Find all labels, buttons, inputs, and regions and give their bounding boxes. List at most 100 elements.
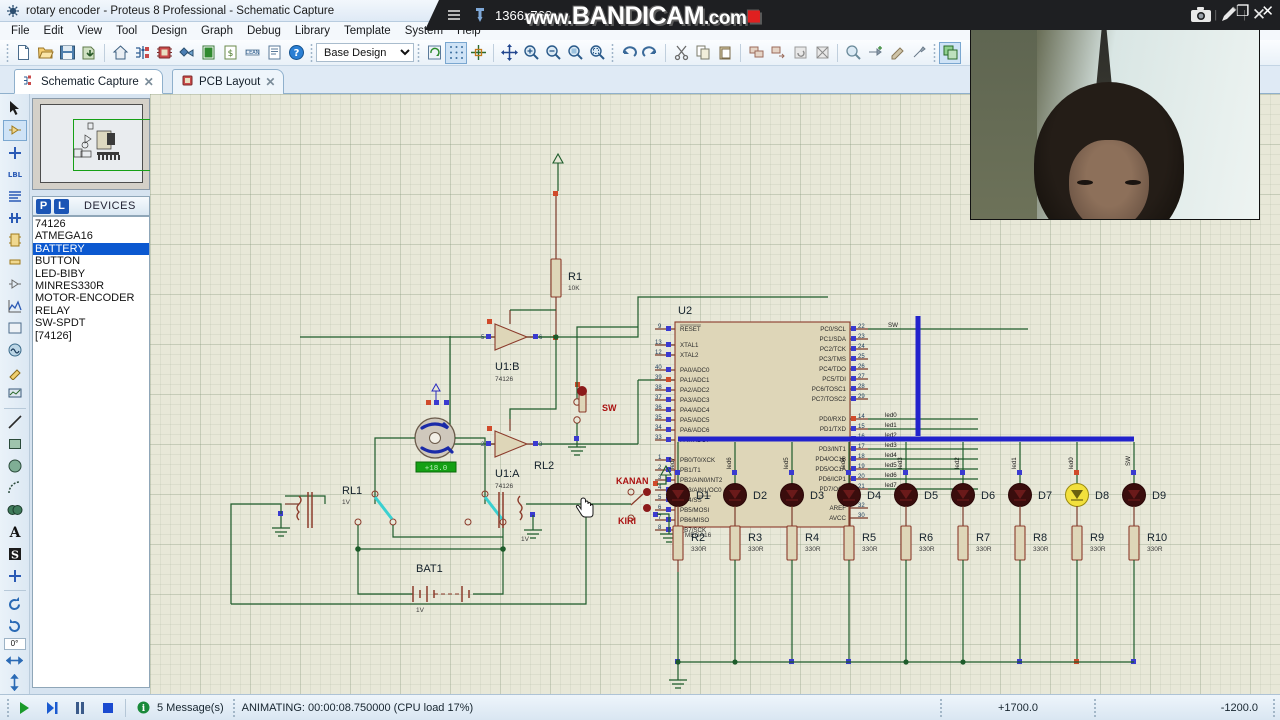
generator-tool[interactable] xyxy=(3,339,27,360)
list-item[interactable]: [74126] xyxy=(35,329,72,342)
menu-item-graph[interactable]: Graph xyxy=(201,25,233,37)
restore-button[interactable]: ❐ xyxy=(1235,3,1250,20)
block-delete-icon[interactable] xyxy=(811,42,833,64)
component-mode-tool[interactable] xyxy=(2,119,27,142)
text-script-tool[interactable] xyxy=(3,186,27,207)
rotate-clockwise-tool[interactable] xyxy=(3,594,27,615)
help-icon[interactable]: ? xyxy=(285,42,307,64)
list-item[interactable]: MINRES330R xyxy=(35,280,105,293)
mirror-horizontal-tool[interactable] xyxy=(3,650,27,671)
line-tool[interactable] xyxy=(3,412,27,433)
list-item[interactable]: MOTOR-ENCODER xyxy=(35,292,135,305)
paste-icon[interactable] xyxy=(714,42,736,64)
pcb-layout-icon[interactable] xyxy=(153,42,175,64)
camera-icon[interactable] xyxy=(1188,2,1214,28)
bus-tool[interactable] xyxy=(3,208,27,229)
hamburger-menu-icon[interactable] xyxy=(441,2,467,28)
terminals-tool[interactable] xyxy=(3,252,27,273)
path-tool[interactable] xyxy=(3,499,27,520)
symbol-tool[interactable]: S xyxy=(3,543,27,564)
source-code-icon[interactable] xyxy=(197,42,219,64)
list-item[interactable]: RELAY xyxy=(35,304,71,317)
dollar-report-icon[interactable]: CEAN xyxy=(241,42,263,64)
menu-item-design[interactable]: Design xyxy=(151,25,187,37)
tape-recorder-tool[interactable] xyxy=(3,317,27,338)
menu-item-debug[interactable]: Debug xyxy=(246,25,281,37)
simulation-pause-button[interactable] xyxy=(66,697,94,719)
arc-tool[interactable] xyxy=(3,478,27,499)
simulation-step-button[interactable] xyxy=(38,697,66,719)
zoom-all-icon[interactable] xyxy=(564,42,586,64)
device-pin-tool[interactable] xyxy=(3,274,27,295)
pick-device-p-button[interactable]: P xyxy=(36,198,51,214)
simulation-stop-button[interactable] xyxy=(94,697,122,719)
mirror-vertical-tool[interactable] xyxy=(3,672,27,693)
list-item[interactable]: ATMEGA16 xyxy=(35,230,93,243)
menu-item-tool[interactable]: Tool xyxy=(116,25,138,37)
close-icon[interactable]: ✕ xyxy=(143,74,154,89)
undo-icon[interactable] xyxy=(617,42,639,64)
property-assignment-icon[interactable] xyxy=(939,41,961,64)
make-device-icon[interactable] xyxy=(864,42,886,64)
list-item[interactable]: SW-SPDT xyxy=(35,317,86,330)
menu-item-view[interactable]: View xyxy=(77,25,103,37)
pencil-icon[interactable] xyxy=(1217,2,1243,28)
decompose-icon[interactable] xyxy=(908,42,930,64)
block-rotate-icon[interactable] xyxy=(789,42,811,64)
circle-tool[interactable] xyxy=(3,456,27,477)
tab-pcb-layout[interactable]: PCB Layout ✕ xyxy=(172,69,285,94)
block-move-icon[interactable] xyxy=(767,42,789,64)
menu-item-template[interactable]: Template xyxy=(344,25,391,37)
import-icon[interactable] xyxy=(78,42,100,64)
list-item[interactable]: LED-BIBY xyxy=(35,267,86,280)
packaging-tool-icon[interactable] xyxy=(886,42,908,64)
marker-tool[interactable] xyxy=(3,565,27,586)
simulation-play-button[interactable] xyxy=(10,697,38,719)
subcircuit-tool[interactable] xyxy=(3,230,27,251)
bandicam-close-icon[interactable]: ✕ xyxy=(1251,5,1267,24)
voltage-probe-tool[interactable] xyxy=(3,361,27,382)
library-l-button[interactable]: L xyxy=(54,198,69,214)
refresh-icon[interactable] xyxy=(423,42,445,64)
overview-panel[interactable] xyxy=(32,98,163,190)
base-design-selector[interactable]: Base Design xyxy=(316,43,414,62)
box-tool[interactable] xyxy=(3,434,27,455)
new-file-icon[interactable] xyxy=(12,42,34,64)
pan-icon[interactable] xyxy=(498,42,520,64)
zoom-in-icon[interactable] xyxy=(520,42,542,64)
wire-label-tool[interactable]: LBL xyxy=(3,164,27,185)
list-item[interactable]: BUTTON xyxy=(35,255,81,268)
zoom-out-icon[interactable] xyxy=(542,42,564,64)
origin-icon[interactable] xyxy=(467,42,489,64)
devices-list[interactable]: 74126 ATMEGA16 BATTERY BUTTON LED-BIBY M… xyxy=(32,216,150,688)
redo-icon[interactable] xyxy=(639,42,661,64)
home-icon[interactable] xyxy=(109,42,131,64)
menu-item-edit[interactable]: Edit xyxy=(43,25,64,37)
junction-dot-tool[interactable] xyxy=(3,142,27,163)
pick-device-icon[interactable] xyxy=(842,42,864,64)
bill-of-materials-icon[interactable]: $ xyxy=(219,42,241,64)
toggle-grid-icon[interactable] xyxy=(445,41,467,64)
close-button[interactable]: ✕ xyxy=(1261,3,1274,20)
toolbar-grip[interactable] xyxy=(6,42,9,63)
cut-icon[interactable] xyxy=(670,42,692,64)
pin-icon[interactable] xyxy=(467,2,493,28)
graph-tool[interactable] xyxy=(3,295,27,316)
tab-schematic-capture[interactable]: Schematic Capture ✕ xyxy=(14,69,163,94)
list-item[interactable]: 74126 xyxy=(35,218,66,230)
netlist-icon[interactable] xyxy=(263,42,285,64)
messages-count[interactable]: 5 Message(s) xyxy=(157,701,224,714)
copy-icon[interactable] xyxy=(692,42,714,64)
zoom-area-icon[interactable] xyxy=(586,42,608,64)
message-info-icon[interactable]: i xyxy=(129,697,157,719)
selection-mode-tool[interactable] xyxy=(3,98,27,119)
3d-visualizer-icon[interactable] xyxy=(175,42,197,64)
rotate-anticlockwise-tool[interactable] xyxy=(3,616,27,637)
text-tool[interactable]: A xyxy=(3,521,27,542)
open-file-icon[interactable] xyxy=(34,42,56,64)
schematic-capture-icon[interactable] xyxy=(131,42,153,64)
save-file-icon[interactable] xyxy=(56,42,78,64)
webcam-overlay[interactable] xyxy=(970,10,1260,220)
rotation-angle-field[interactable]: 0° xyxy=(3,637,26,651)
list-item[interactable]: BATTERY xyxy=(33,242,149,256)
